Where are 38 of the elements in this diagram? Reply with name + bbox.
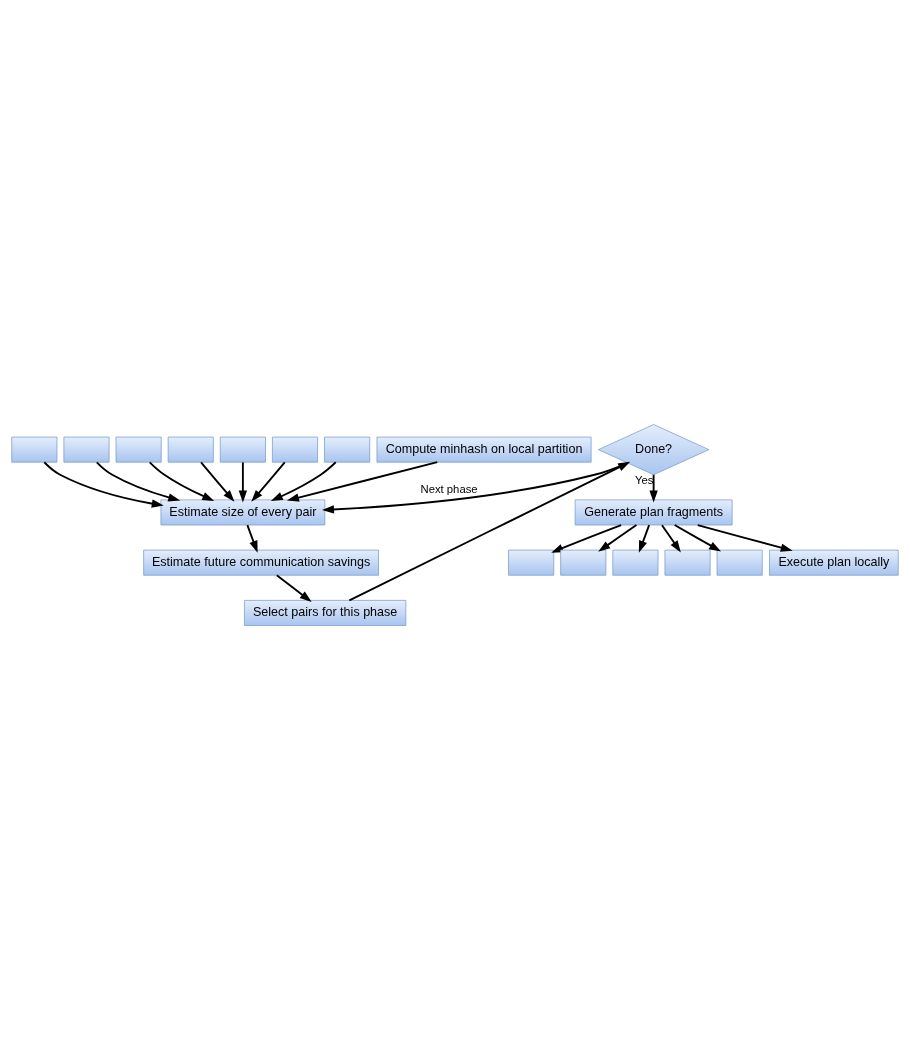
arrow bbox=[696, 523, 793, 552]
node-box bbox=[11, 436, 58, 463]
node-box: Select pairs for this phase bbox=[244, 599, 407, 626]
arrow bbox=[43, 460, 164, 508]
arrow bbox=[246, 523, 258, 553]
arrow bbox=[649, 473, 658, 503]
node-box bbox=[272, 436, 318, 463]
node-box: Compute minhash on local partition bbox=[376, 436, 592, 463]
node-box: Estimate size of every pair bbox=[160, 499, 326, 525]
arrow bbox=[598, 523, 638, 552]
node-box bbox=[508, 549, 555, 576]
arrow bbox=[270, 460, 337, 501]
arrow bbox=[238, 461, 248, 503]
arrow bbox=[551, 523, 623, 553]
node-box bbox=[324, 436, 371, 463]
edge-label: Yes bbox=[634, 473, 654, 486]
arrow bbox=[661, 523, 681, 552]
edge-label: Next phase bbox=[420, 482, 478, 495]
arrow bbox=[251, 461, 286, 502]
arrow bbox=[148, 460, 215, 501]
arrow bbox=[673, 523, 721, 551]
arrow bbox=[200, 461, 235, 502]
arrow bbox=[638, 523, 651, 553]
node-box bbox=[560, 549, 607, 576]
node-box bbox=[612, 549, 659, 576]
arrow bbox=[95, 460, 181, 501]
node-box: Estimate future communication savings bbox=[143, 549, 379, 576]
node-box bbox=[167, 436, 214, 463]
node-box bbox=[115, 436, 162, 463]
node-box bbox=[716, 549, 763, 576]
node-box: Generate plan fragments bbox=[574, 499, 733, 525]
node-diamond: Done? bbox=[597, 423, 710, 475]
arrow bbox=[275, 573, 312, 602]
node-box: Execute plan locally bbox=[769, 549, 899, 576]
node-box bbox=[664, 549, 711, 576]
node-box bbox=[219, 436, 266, 463]
node-box bbox=[63, 436, 110, 463]
arrow bbox=[287, 460, 439, 502]
